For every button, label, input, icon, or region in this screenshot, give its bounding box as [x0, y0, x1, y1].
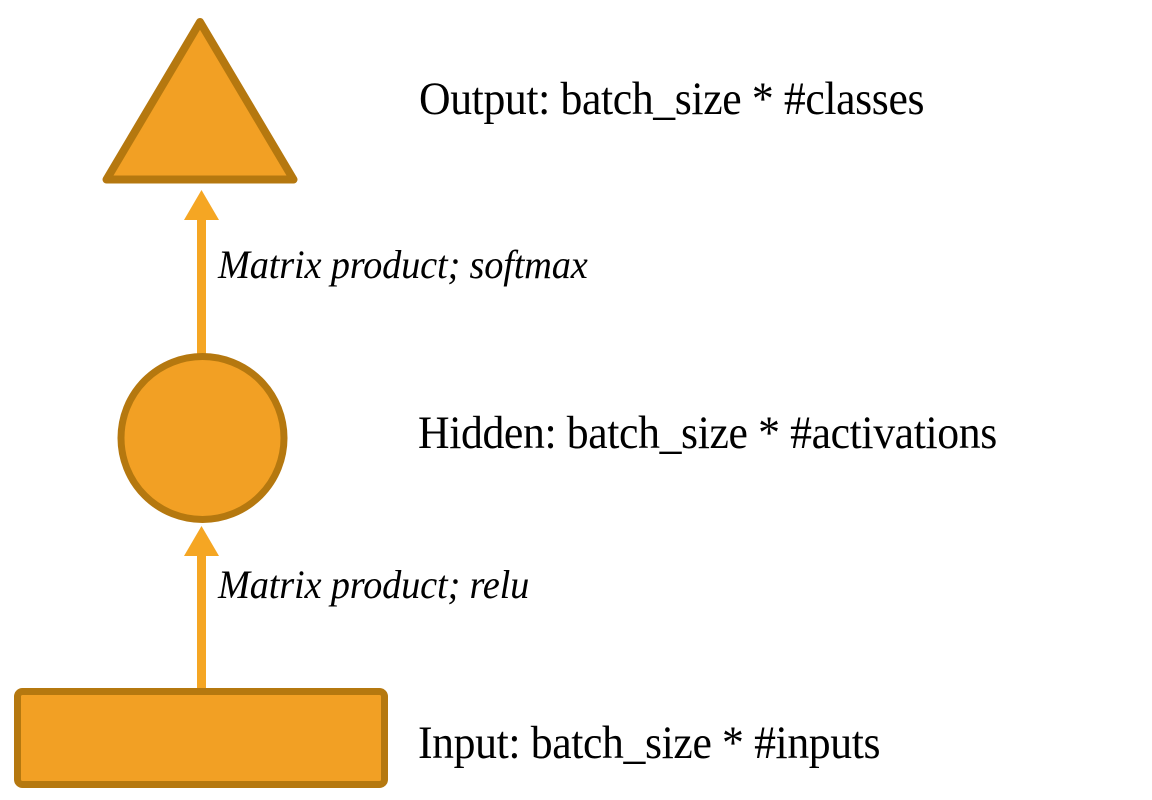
arrow-head-upper: [184, 190, 219, 220]
edge-label-softmax: Matrix product; softmax: [218, 242, 588, 287]
arrow-head-lower: [184, 526, 219, 556]
circle-shape[interactable]: [117, 353, 288, 523]
edge-hidden-to-output-arrow: [184, 190, 219, 357]
edge-input-to-hidden-arrow: [184, 526, 219, 692]
output-layer-label: Output: batch_size * #classes: [419, 73, 925, 125]
hidden-layer-label: Hidden: batch_size * #activations: [418, 407, 997, 459]
rectangle-shape[interactable]: [14, 688, 388, 788]
arrow-shaft-upper: [197, 205, 206, 357]
triangle-shape[interactable]: [102, 18, 298, 184]
edge-label-relu: Matrix product; relu: [218, 562, 530, 607]
arrow-shaft-lower: [197, 540, 206, 692]
input-layer-label: Input: batch_size * #inputs: [418, 717, 881, 769]
